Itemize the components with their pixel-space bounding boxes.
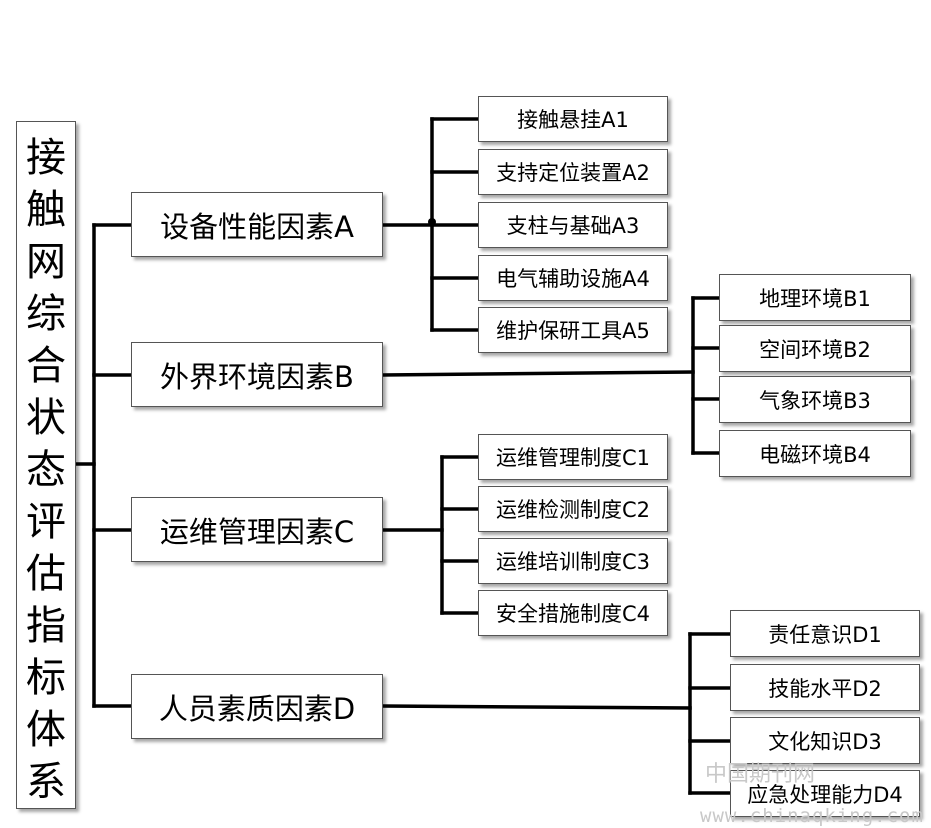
indicator-node-b2: 空间环境B2 (719, 325, 911, 372)
indicator-node-c3: 运维培训制度C3 (478, 538, 668, 584)
root-node-char: 评 (26, 499, 66, 545)
connector-D-stem (381, 704, 692, 710)
root-node-char: 状 (26, 395, 66, 441)
category-node-b: 外界环境因素B (131, 342, 383, 407)
indicator-node-a2: 支持定位装置A2 (478, 149, 668, 195)
category-node-d: 人员素质因素D (131, 674, 383, 739)
root-node-char: 系 (26, 759, 66, 805)
indicator-node-d1: 责任意识D1 (730, 610, 920, 657)
indicator-node-a4: 电气辅助设施A4 (478, 255, 668, 301)
root-node-char: 指 (26, 603, 66, 649)
root-node-char: 接 (26, 135, 66, 181)
root-node-char: 网 (26, 239, 66, 285)
indicator-node-c2: 运维检测制度C2 (478, 486, 668, 532)
indicator-node-b4: 电磁环境B4 (719, 430, 911, 477)
indicator-node-a1: 接触悬挂A1 (478, 96, 668, 142)
root-node-char: 触 (26, 187, 66, 233)
indicator-node-a3: 支柱与基础A3 (478, 202, 668, 248)
indicator-node-d3: 文化知识D3 (730, 717, 920, 764)
indicator-node-c1: 运维管理制度C1 (478, 434, 668, 480)
indicator-node-a5: 维护保研工具A5 (478, 307, 668, 353)
junction-dot (428, 218, 436, 226)
connector-B-stem (381, 370, 695, 377)
indicator-node-d2: 技能水平D2 (730, 664, 920, 711)
indicator-node-b3: 气象环境B3 (719, 376, 911, 423)
root-node-char: 态 (26, 447, 66, 493)
root-node-char: 标 (26, 655, 66, 701)
category-node-a: 设备性能因素A (131, 192, 383, 257)
root-node-char: 合 (26, 343, 66, 389)
indicator-node-b1: 地理环境B1 (719, 274, 911, 321)
indicator-node-d4: 应急处理能力D4 (730, 770, 920, 817)
watermark-line1: 中国期刊网 (705, 762, 816, 787)
root-node-char: 体 (26, 707, 66, 753)
watermark-line2: www.chinaqking.com (700, 805, 924, 827)
root-node-char: 估 (26, 551, 66, 597)
root-node: 接触网综合状态评估指标体系 (16, 121, 76, 809)
root-node-char: 综 (26, 291, 66, 337)
indicator-node-c4: 安全措施制度C4 (478, 590, 668, 636)
category-node-c: 运维管理因素C (131, 497, 383, 562)
